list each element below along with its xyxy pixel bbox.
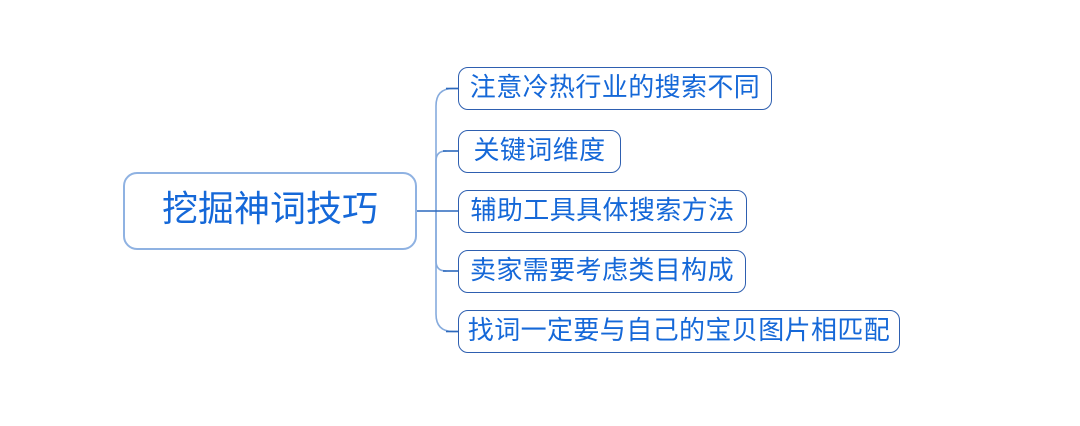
mindmap-node-child-1[interactable]: 注意冷热行业的搜索不同 <box>458 67 772 110</box>
branch-curve-5 <box>435 210 459 333</box>
root-node-label: 挖掘神词技巧 <box>161 189 378 230</box>
branch-curve-1 <box>435 87 459 212</box>
child-node-label: 辅助工具具体搜索方法 <box>470 195 735 226</box>
mindmap-node-child-3[interactable]: 辅助工具具体搜索方法 <box>458 190 747 233</box>
mindmap-node-child-4[interactable]: 卖家需要考虑类目构成 <box>458 250 746 293</box>
branch-curve-2 <box>435 150 447 212</box>
branch-stubs <box>417 87 459 333</box>
branch-curve-4 <box>435 210 447 272</box>
child-node-label: 找词一定要与自己的宝贝图片相匹配 <box>467 315 891 346</box>
mindmap-node-child-5[interactable]: 找词一定要与自己的宝贝图片相匹配 <box>458 310 900 353</box>
mindmap-node-root[interactable]: 挖掘神词技巧 <box>123 172 417 250</box>
mindmap-node-child-2[interactable]: 关键词维度 <box>458 130 621 173</box>
child-node-label: 关键词维度 <box>473 135 606 166</box>
child-node-label: 注意冷热行业的搜索不同 <box>469 72 761 103</box>
child-node-label: 卖家需要考虑类目构成 <box>469 255 734 286</box>
branch-curves <box>435 87 459 333</box>
